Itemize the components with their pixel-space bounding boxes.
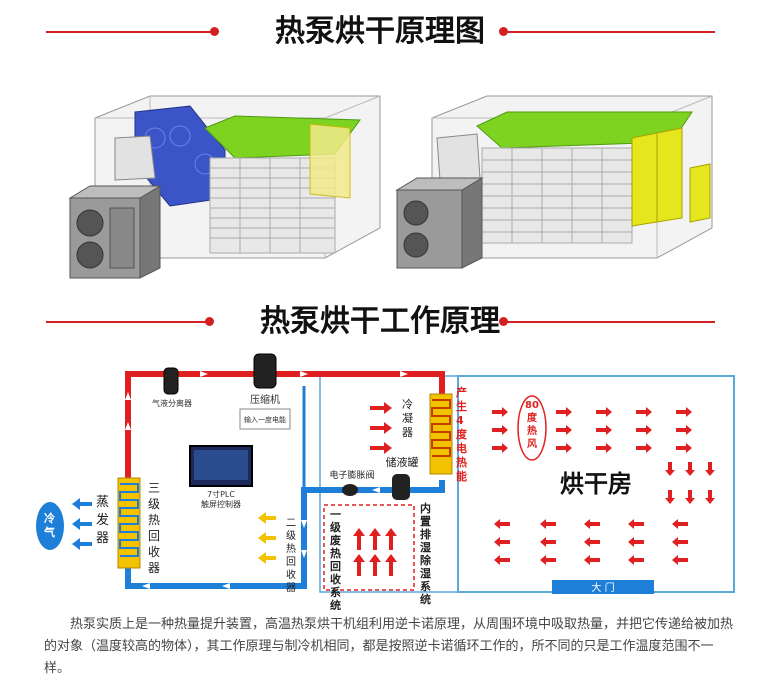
duct [114, 135, 156, 181]
title-row-1: 热泵烘干原理图 [0, 12, 760, 52]
tier1-up-arrows [353, 528, 397, 576]
dryer-illustration-right [395, 95, 713, 269]
title-dot-left [205, 317, 214, 326]
duct [436, 133, 481, 181]
cold-pipe [125, 480, 445, 589]
condenser-coil [429, 393, 453, 475]
fan-icon [76, 241, 104, 269]
yellow-door [309, 123, 351, 199]
title-divider-right [505, 321, 715, 323]
section-title: 热泵烘干工作原理 [260, 304, 500, 339]
expansion-valve [342, 484, 358, 496]
expansion-valve-label: 电子膨胀阀 [329, 469, 374, 481]
input-power-label: 输入一度电能 [244, 415, 286, 424]
cold-air-arrows [72, 498, 92, 550]
description-paragraph: 热泵实质上是一种热量提升装置，高温热泵烘干机组利用逆卡诺原理，从周围环境中吸取热… [44, 617, 734, 676]
return-arrows [494, 519, 688, 565]
cold-air-badge [36, 502, 64, 550]
input-power-box [239, 408, 291, 430]
title-row-2: 热泵烘干工作原理 [0, 302, 760, 342]
fan-icon [403, 232, 429, 258]
down-arrows [665, 462, 715, 504]
cold-air-label: 冷气 [43, 511, 55, 539]
title-divider-right [505, 31, 715, 33]
hot-wind-arrows-left [492, 407, 508, 453]
tier2-arrows [258, 512, 276, 564]
gate-label: 大 门 [591, 581, 614, 594]
gas-liquid-separator-label: 气液分离器 [152, 398, 192, 408]
hot-wind-badge [517, 395, 547, 461]
title-divider-left [46, 31, 214, 33]
fan-icon [76, 209, 104, 237]
liquid-tank-label: 储液罐 [386, 455, 419, 469]
drying-room-label: 烘干房 [560, 470, 632, 498]
tier2-recovery-label: 二级热回收器 [286, 518, 296, 594]
tier1-recovery-label: 一级废热回收系统 [329, 508, 342, 610]
gas-liquid-separator [163, 367, 179, 395]
title-dot-right [499, 27, 508, 36]
dehumidify-label: 内置排湿除湿系统 [420, 501, 432, 606]
condenser-label: 冷凝器 [402, 398, 413, 439]
condenser-arrows [370, 402, 392, 454]
compressor-label: 压缩机 [250, 393, 280, 406]
heat-pump-unit [396, 189, 463, 269]
liquid-tank [392, 474, 410, 500]
compressor [253, 353, 277, 389]
side-door [689, 163, 711, 223]
hot-wind-arrows-right [556, 407, 692, 453]
title-dot-right [499, 317, 508, 326]
title-divider-left [46, 321, 206, 323]
tier3-recovery-label: 三级热回收器 [148, 481, 160, 575]
page-title: 热泵烘干原理图 [275, 14, 485, 49]
evaporator-label: 蒸发器 [96, 495, 109, 546]
dryer-illustration-left [68, 95, 381, 279]
gate-bar [552, 580, 654, 594]
tier1-recovery-box [323, 504, 415, 591]
fan-icon [403, 200, 429, 226]
title-dot-left [210, 27, 219, 36]
